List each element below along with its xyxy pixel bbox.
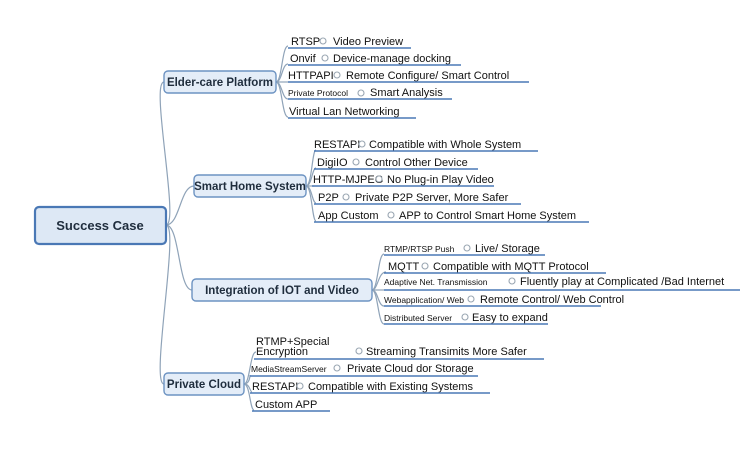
leaf-desc: Streaming Transimits More Safer [366,346,527,358]
leaf-desc: Device-manage docking [333,53,451,65]
bullet-dot-icon [375,175,383,183]
leaf-tag: RESTAPI [314,139,360,151]
bullet-dot-icon [342,193,350,201]
leaf-elder-onvif[interactable]: Onvif Device-manage docking [288,53,461,66]
leaf-home-restapi[interactable]: RESTAPI Compatible with Whole System [314,139,538,152]
leaf-tag: RTMP/RTSP Push [384,244,455,254]
root-node[interactable]: Success Case [33,205,168,246]
leaf-desc: Compatible with MQTT Protocol [433,261,589,273]
leaf-desc: Control Other Device [365,157,468,169]
leaf-tag: Onvif [290,53,317,65]
root-label: Success Case [56,218,143,233]
bullet-dot-icon [352,158,360,166]
leaf-tag: Custom APP [255,399,317,411]
leaf-tag: Virtual Lan Networking [289,106,399,118]
leaf-desc: Compatible with Whole System [369,139,521,151]
leaf-desc: Video Preview [333,36,403,48]
bullet-dot-icon [321,54,329,62]
leaf-desc: No Plug-in Play Video [387,174,494,186]
leaf-iot-mqtt[interactable]: MQTT Compatible with MQTT Protocol [384,261,606,274]
leaf-tag: Webapplication/ Web [384,295,464,305]
branch-node-iot-video[interactable]: Integration of IOT and Video [191,278,373,302]
branch-label-private-cloud: Private Cloud [167,379,241,391]
bullet-dot-icon [421,262,429,270]
leaf-desc: Private P2P Server, More Safer [355,192,509,204]
bullet-dot-icon [355,347,363,355]
leaf-desc: Remote Control/ Web Control [480,294,624,306]
leaf-cloud-mediastreamserver[interactable]: MediaStreamServer Private Cloud dor Stor… [250,363,478,377]
leaf-desc: Easy to expand [472,312,548,324]
leaf-elder-private-protocol[interactable]: Private Protocol Smart Analysis [288,87,452,100]
branch-label-iot-video: Integration of IOT and Video [205,285,359,297]
leaf-iot-webapplication[interactable]: Webapplication/ Web Remote Control/ Web … [384,294,624,307]
leaf-desc: Smart Analysis [370,87,443,99]
leaf-cloud-restapi[interactable]: RESTAPI Compatible with Existing Systems [250,381,490,394]
leaf-iot-adaptive[interactable]: Adaptive Net. Transmission Fluently play… [384,276,740,291]
leaf-elder-rtsp[interactable]: RTSP Video Preview [288,36,411,49]
connector-lines [159,45,387,411]
leaf-tag: MediaStreamServer [251,364,327,374]
bullet-dot-icon [358,140,366,148]
bullet-dot-icon [387,211,395,219]
bullet-dot-icon [467,295,475,303]
bullet-dot-icon [333,364,341,372]
branch-node-elder-care[interactable]: Elder-care Platform [163,70,277,94]
leaf-tag: App Custom [318,210,379,222]
leaf-home-http-mjpeg[interactable]: HTTP-MJPEG No Plug-in Play Video [312,174,494,187]
bullet-dot-icon [461,313,469,321]
branch-label-smart-home: Smart Home System [194,181,306,193]
bullet-dot-icon [296,382,304,390]
leaf-tag-line2: Encryption [256,346,308,358]
leaf-tag: DigiIO [317,157,348,169]
leaf-desc: Live/ Storage [475,243,540,255]
leaf-tag: MQTT [388,261,419,273]
leaf-desc: APP to Control Smart Home System [399,210,576,222]
leaf-tag: Adaptive Net. Transmission [384,277,488,287]
leaf-tag: P2P [318,192,339,204]
leaf-cloud-custom-app[interactable]: Custom APP [252,399,330,412]
leaf-tag: Private Protocol [288,88,348,98]
branch-label-elder-care: Elder-care Platform [167,77,273,89]
leaf-tag: RTSP [291,36,320,48]
leaf-desc: Compatible with Existing Systems [308,381,474,393]
leaf-home-digiio[interactable]: DigiIO Control Other Device [314,157,478,170]
leaf-desc: Fluently play at Complicated /Bad Intern… [520,276,724,288]
leaf-tag: Distributed Server [384,313,452,323]
bullet-dot-icon [508,277,516,285]
leaf-tag: RESTAPI [252,381,298,393]
bullet-dot-icon [463,244,471,252]
leaf-elder-virtual-lan[interactable]: Virtual Lan Networking [288,106,416,119]
branch-node-smart-home[interactable]: Smart Home System [193,174,307,198]
leaf-desc: Remote Configure/ Smart Control [346,70,509,82]
leaf-home-app-custom[interactable]: App Custom APP to Control Smart Home Sys… [314,210,589,223]
leaf-tag: RTMP+Special [256,336,329,348]
leaf-home-p2p[interactable]: P2P Private P2P Server, More Safer [314,192,521,205]
leaf-desc: Private Cloud dor Storage [347,363,474,375]
leaf-iot-distributed-server[interactable]: Distributed Server Easy to expand [384,312,548,325]
bullet-dot-icon [319,37,327,45]
bullet-dot-icon [357,89,365,97]
leaf-iot-rtmp-push[interactable]: RTMP/RTSP Push Live/ Storage [384,243,545,256]
leaf-tag: HTTP-MJPEG [313,174,383,186]
bullet-dot-icon [333,71,341,79]
branch-node-private-cloud[interactable]: Private Cloud [163,372,245,396]
leaf-cloud-rtmp-encryption[interactable]: RTMP+Special Encryption Streaming Transi… [254,336,544,360]
leaf-elder-httpapi[interactable]: HTTPAPI Remote Configure/ Smart Control [288,70,529,83]
leaf-tag: HTTPAPI [288,70,334,82]
